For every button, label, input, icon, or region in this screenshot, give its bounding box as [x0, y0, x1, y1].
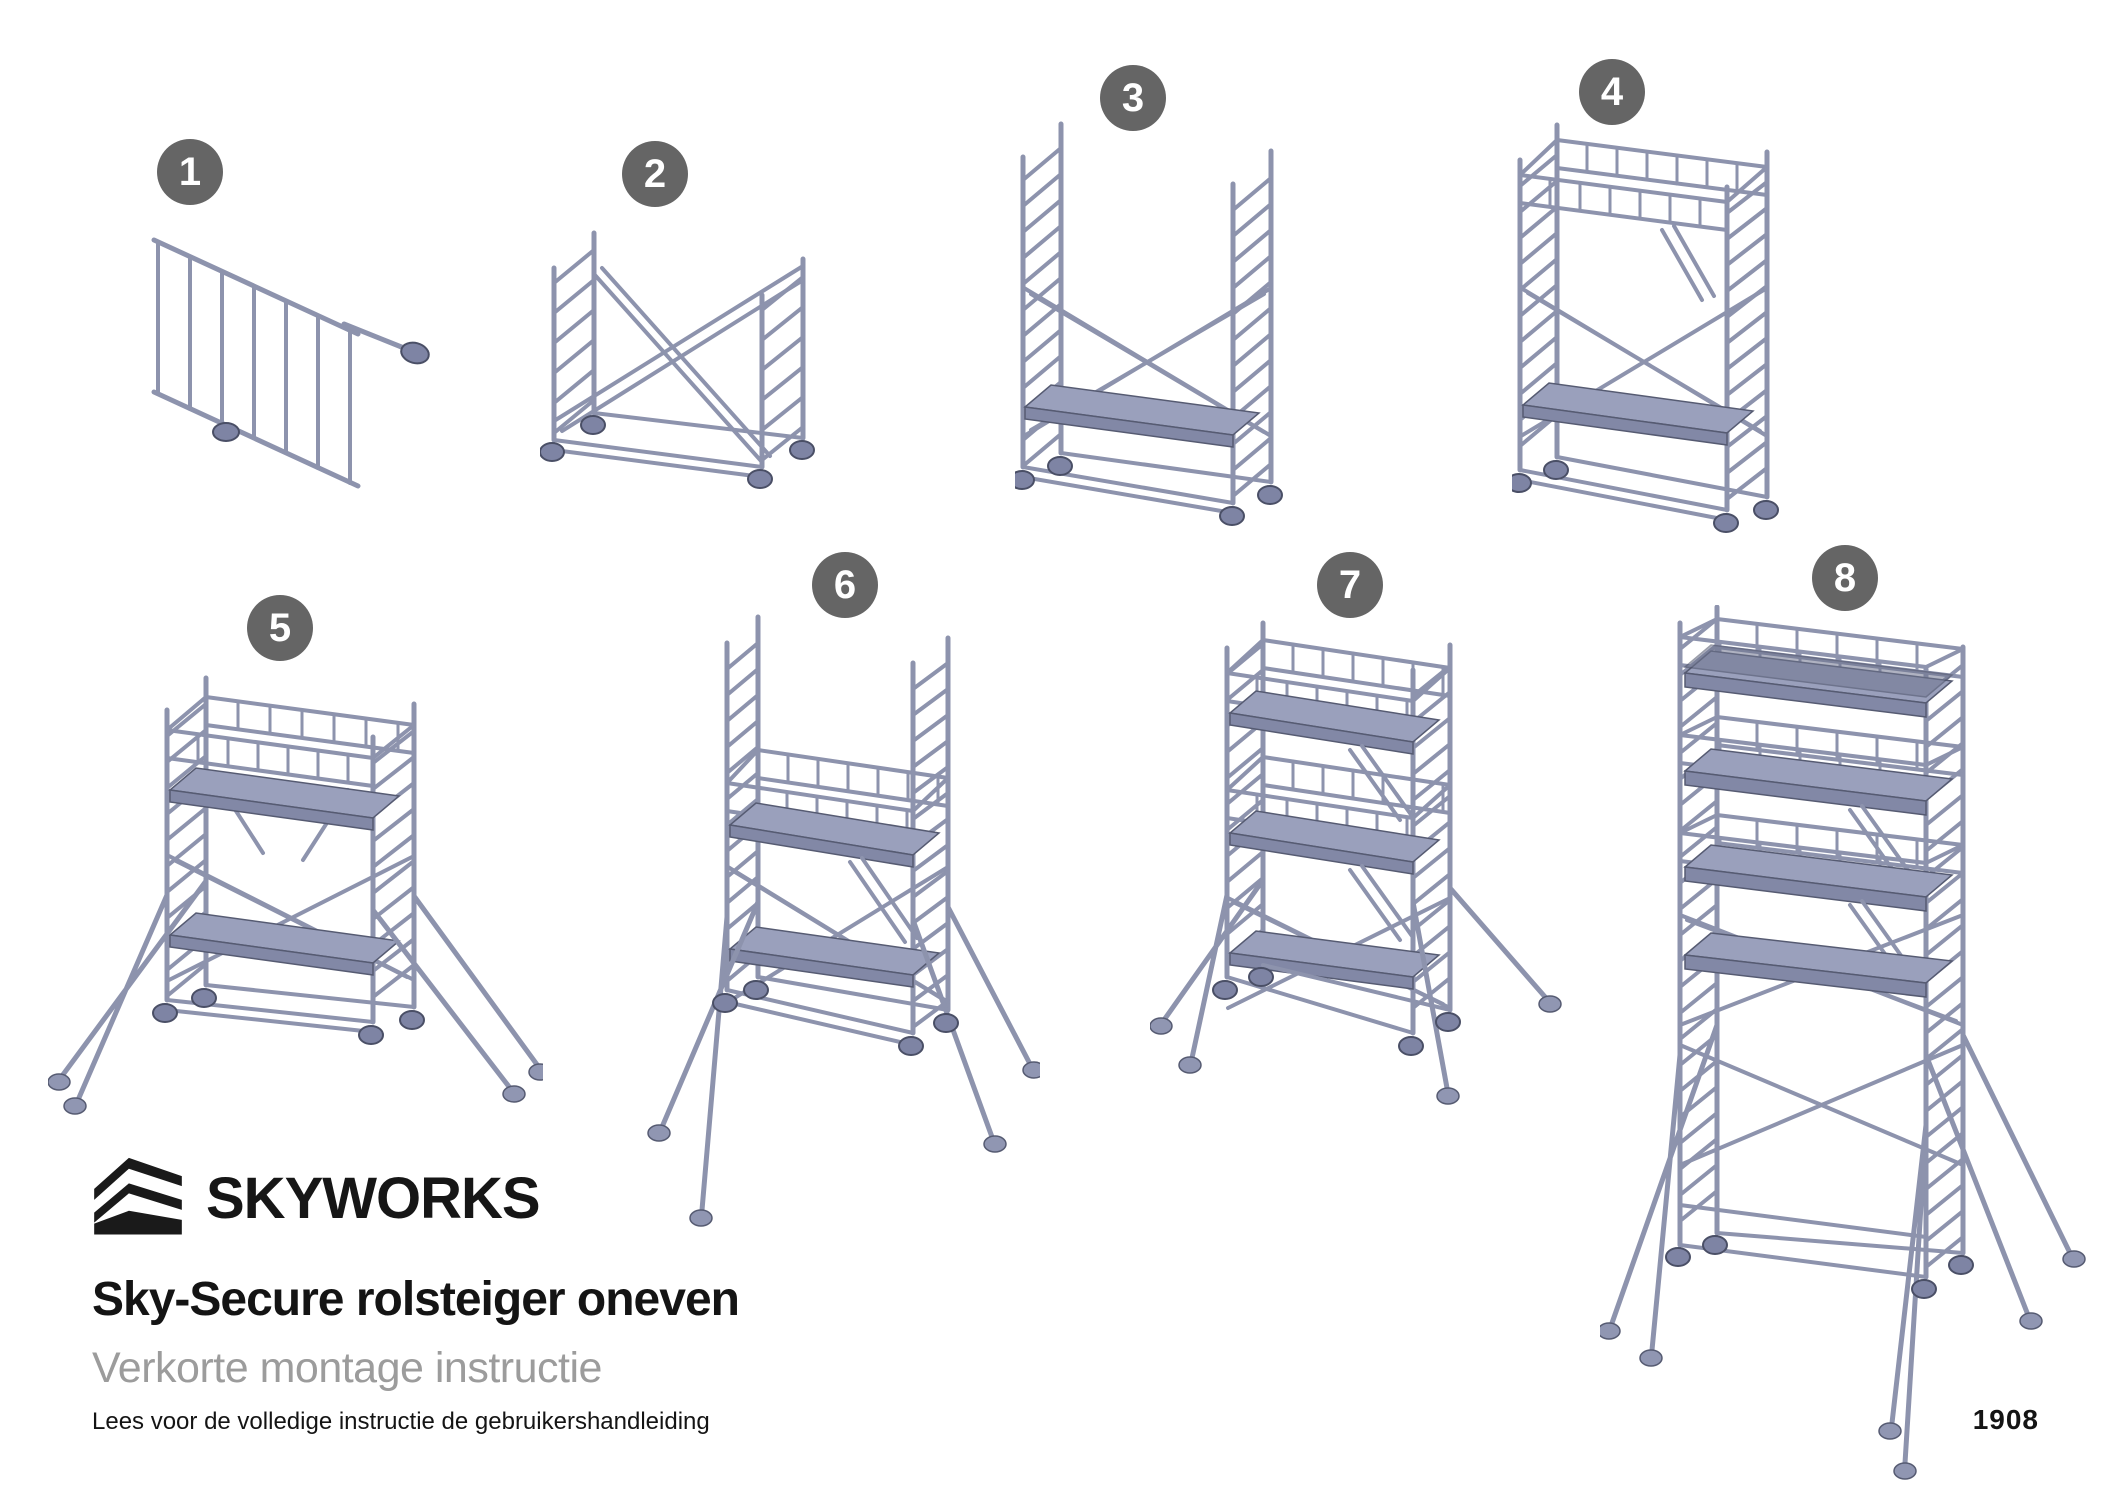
scaffold-illustration-step-7 — [1150, 620, 1562, 1105]
casters — [152, 988, 425, 1045]
scaffold-illustration-step-8 — [1600, 605, 2086, 1480]
scaffold-illustration-step-2 — [540, 230, 815, 489]
mid-platform — [1228, 810, 1441, 942]
top-platform — [1683, 644, 1954, 718]
step-2-number: 2 — [643, 152, 667, 196]
step-1-badge: 1 — [157, 139, 223, 205]
end-frames — [551, 230, 806, 470]
casters — [1665, 1235, 1974, 1299]
scaffold-illustration-step-6 — [647, 614, 1040, 1227]
stabilizers — [1150, 877, 1562, 1105]
step-2-badge: 2 — [622, 141, 688, 207]
platform — [1521, 382, 1755, 446]
casters — [1212, 967, 1461, 1056]
stabilizers — [1600, 1022, 2086, 1480]
step-3-number: 3 — [1121, 76, 1145, 120]
top-guardrail — [165, 695, 416, 862]
bottom-platform — [1228, 930, 1441, 990]
step-6-badge: 6 — [812, 552, 878, 618]
step-3-badge: 3 — [1100, 65, 1166, 131]
casters — [540, 415, 815, 489]
guardrail-frame — [151, 237, 361, 489]
caster-part — [341, 321, 430, 365]
casters — [1512, 460, 1779, 533]
level3-platform — [1683, 844, 1954, 977]
step-5-badge: 5 — [247, 595, 313, 661]
stabilizers — [48, 878, 543, 1115]
document-number: 1908 — [1972, 1404, 2039, 1435]
upper-platform — [728, 802, 941, 944]
brand-name: SKYWORKS — [206, 1165, 541, 1231]
step-8-number: 8 — [1833, 556, 1857, 600]
scaffold-illustration-step-1 — [151, 237, 430, 489]
step-4-badge: 4 — [1579, 59, 1645, 125]
bottom-platform — [1683, 932, 1954, 998]
skyworks-logo-icon — [94, 1157, 182, 1235]
scaffold-illustration-step-3 — [1015, 121, 1283, 526]
brand-lockup: SKYWORKS — [90, 1156, 541, 1240]
casters — [712, 980, 959, 1056]
step-1-number: 1 — [178, 150, 202, 194]
step-8-badge: 8 — [1812, 545, 1878, 611]
cross-braces — [552, 264, 805, 464]
footer-note: Lees voor de volledige instructie de geb… — [92, 1408, 710, 1435]
step-4-number: 4 — [1600, 70, 1624, 114]
page-title: Sky-Secure rolsteiger oneven — [92, 1273, 740, 1326]
ladder-columns — [164, 675, 417, 1025]
mid-guardrail — [1225, 755, 1452, 848]
upper-platform — [168, 767, 401, 831]
platform — [1023, 384, 1261, 448]
lower-platform — [728, 926, 941, 988]
base-tubes — [552, 411, 805, 479]
lower-platform — [168, 912, 401, 976]
top-guardrail — [1518, 138, 1769, 302]
page-subtitle: Verkorte montage instructie — [92, 1344, 602, 1392]
scaffold-illustration-step-5 — [48, 675, 543, 1115]
cross-braces — [1022, 286, 1273, 438]
step-5-number: 5 — [268, 606, 292, 650]
scaffold-illustration-step-4 — [1512, 122, 1779, 533]
ladder-columns — [1517, 122, 1770, 513]
casters — [1015, 456, 1283, 526]
step-7-badge: 7 — [1317, 552, 1383, 618]
stabilizers — [647, 899, 1040, 1227]
step-7-number: 7 — [1338, 563, 1362, 607]
step-6-number: 6 — [833, 563, 857, 607]
